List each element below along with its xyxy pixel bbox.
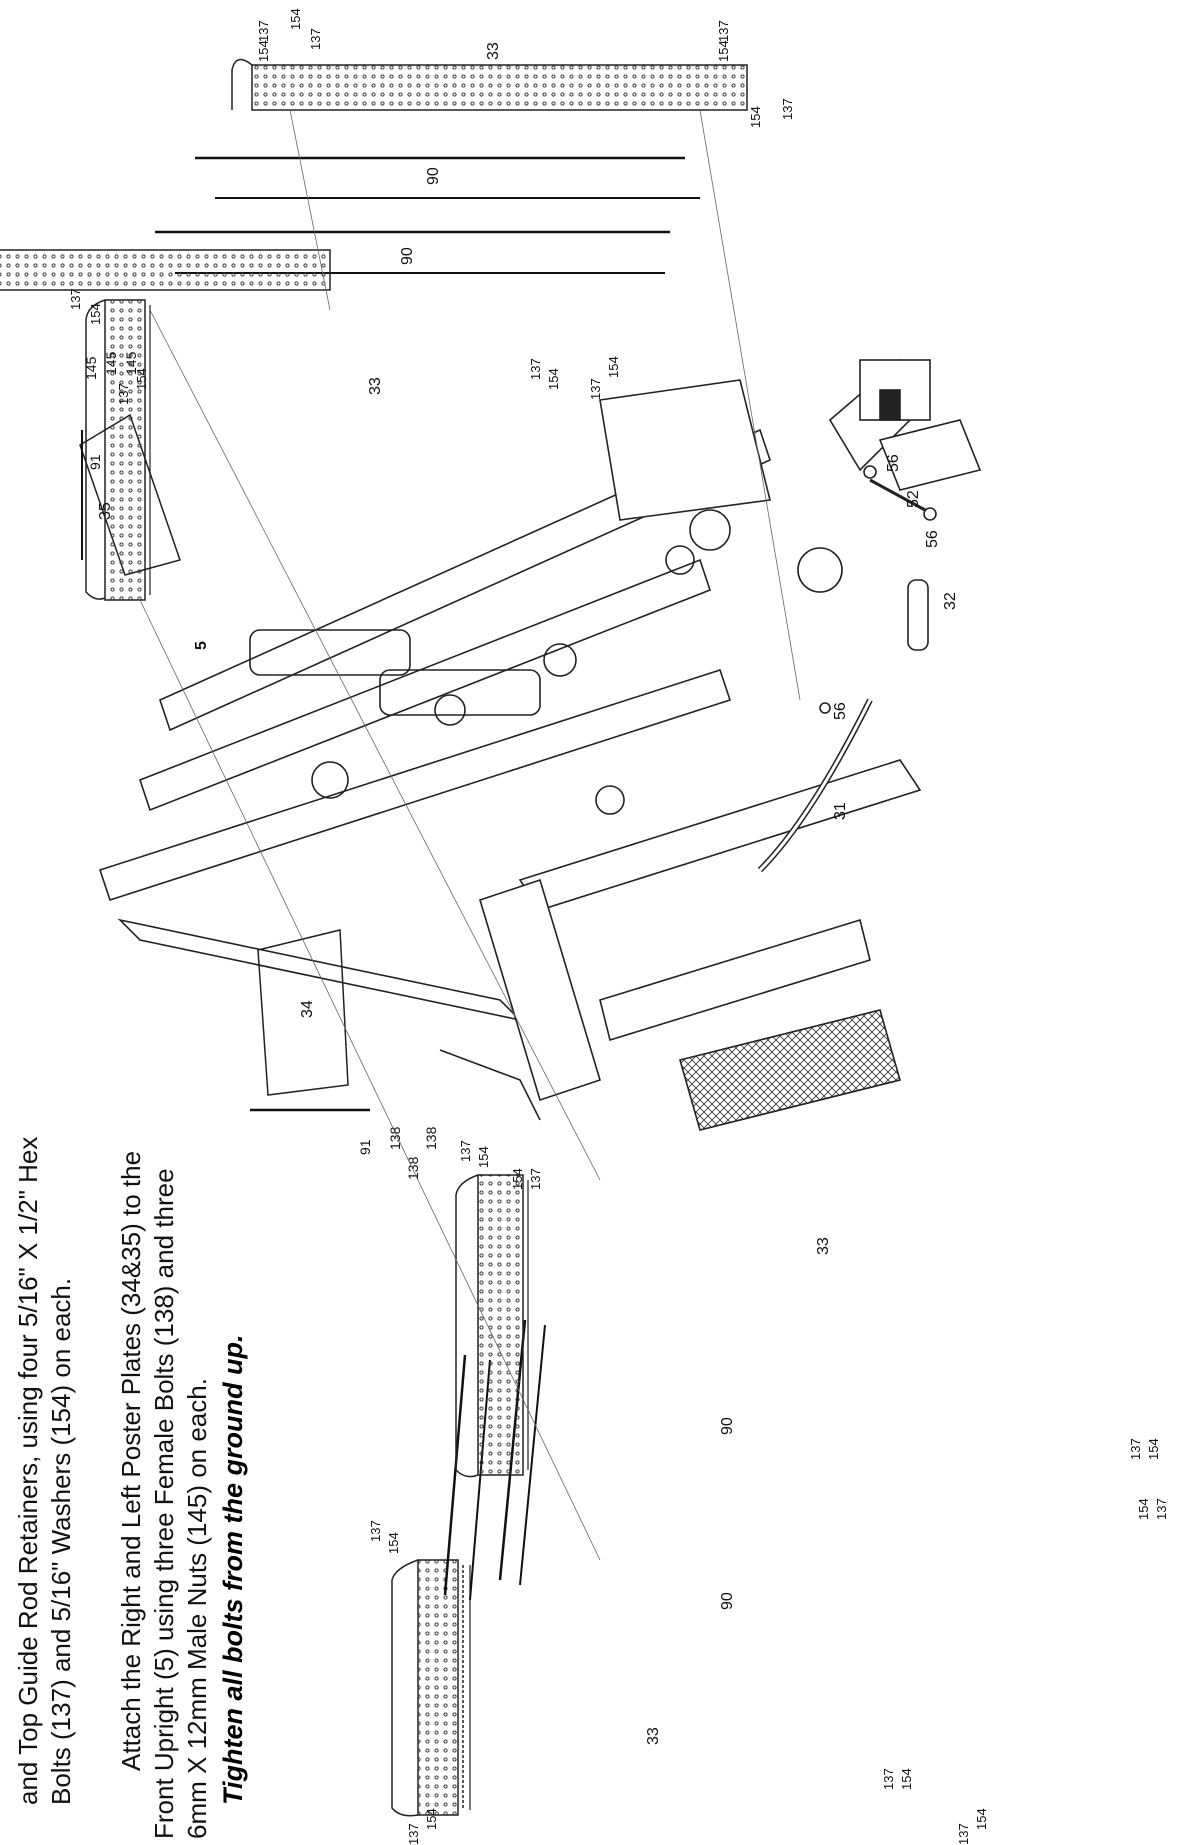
part-label: 154 [386, 1532, 401, 1554]
part-label: 154 [716, 40, 731, 62]
part-label: 137 [406, 1823, 421, 1845]
poster-plate-left [250, 929, 370, 1112]
part-label: 154 [1136, 1498, 1151, 1520]
part-label: 33 [485, 42, 502, 60]
part-label: 137 [68, 288, 83, 310]
part-label: 137 [308, 28, 323, 50]
part-label: 137 [1154, 1498, 1169, 1520]
part-label: 138 [387, 1126, 403, 1150]
guide-rod-shroud-d [0, 249, 331, 291]
part-label: 137 [956, 1823, 971, 1845]
part-label: 137 [368, 1520, 383, 1542]
rod-label: 90 [719, 1592, 736, 1610]
part-label: 137 [1128, 1438, 1143, 1460]
part-label: 34 [299, 1000, 316, 1018]
part-label: 137 [116, 383, 131, 405]
part-label: 154 [510, 1168, 525, 1190]
part-label: 137 [458, 1140, 473, 1162]
part-label: 52 [905, 490, 922, 508]
rod-label: 90 [719, 1417, 736, 1435]
part-label: 138 [405, 1156, 421, 1180]
guide-rod-shroud-c [85, 299, 151, 601]
part-label: 154 [1146, 1438, 1161, 1460]
part-label: 154 [424, 1808, 439, 1830]
part-label: 33 [815, 1237, 832, 1255]
home-gym-machine [98, 358, 982, 1131]
part-label: 137 [716, 20, 731, 42]
part-label: 154 [606, 356, 621, 378]
part-label: 91 [87, 454, 103, 470]
part-label: 32 [942, 592, 959, 610]
part-label: 154 [256, 40, 271, 62]
accessory-parts [757, 465, 937, 873]
part-label: 137 [588, 378, 603, 400]
part-label: 56 [885, 454, 902, 472]
part-label: 154 [974, 1808, 989, 1830]
rod-label: 90 [399, 247, 416, 265]
guide-rod-shroud-a [391, 1559, 471, 1817]
part-label: 137 [256, 20, 271, 42]
part-label: 154 [748, 106, 763, 128]
part-label: 33 [367, 377, 384, 395]
part-label: 154 [288, 8, 303, 30]
part-label: 154 [88, 303, 103, 325]
part-label: 31 [832, 802, 849, 820]
part-label: 33 [645, 1727, 662, 1745]
part-label: 56 [924, 530, 941, 548]
part-label: 154 [476, 1146, 491, 1168]
part-label: 138 [423, 1126, 439, 1150]
part-label: 91 [357, 1139, 373, 1155]
part-label: 137 [528, 358, 543, 380]
upright-label: 5 [193, 641, 210, 650]
part-label: 145 [83, 356, 99, 380]
rod-label: 90 [425, 167, 442, 185]
guide-rod-shroud-d-outline [231, 58, 748, 111]
part-label: 154 [899, 1768, 914, 1790]
part-label: 154 [134, 368, 149, 390]
part-label: 154 [546, 368, 561, 390]
assembly-guide-lines [139, 109, 801, 1561]
part-label: 137 [881, 1768, 896, 1790]
part-label: 56 [832, 702, 849, 720]
guide-rod-shroud-b [455, 1174, 529, 1478]
part-label: 137 [528, 1168, 543, 1190]
part-label: 137 [780, 98, 795, 120]
